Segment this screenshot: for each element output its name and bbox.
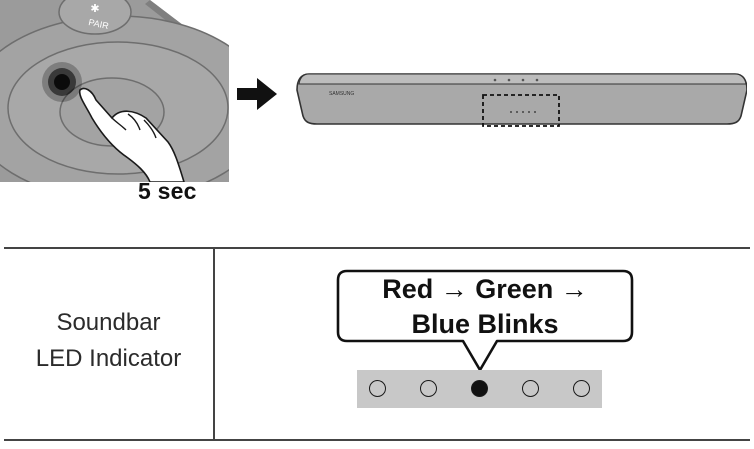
callout-line1: Red → Green → bbox=[382, 274, 588, 304]
finger-icon bbox=[78, 87, 185, 182]
led-indicator-5 bbox=[573, 380, 590, 397]
soundbar-illustration: SAMSUNG bbox=[296, 73, 747, 127]
soundbar-brand-logo: SAMSUNG bbox=[329, 91, 354, 97]
soundbar-led-dots bbox=[510, 111, 536, 113]
pair-button-label: PAIR bbox=[88, 17, 110, 31]
led-indicator-strip bbox=[357, 370, 602, 408]
callout-line2: Blue Blinks bbox=[411, 309, 559, 339]
row-label-line1: Soundbar bbox=[56, 309, 161, 336]
press-duration-label: 5 sec bbox=[138, 178, 197, 204]
arrow-right-icon bbox=[237, 78, 277, 110]
table-column-divider bbox=[213, 248, 215, 440]
row-label-line2: LED Indicator bbox=[35, 345, 182, 372]
bluetooth-icon: ✱ bbox=[90, 2, 99, 15]
led-callout-text: Red → Green → Blue Blinks bbox=[345, 272, 625, 342]
table-bottom-rule bbox=[4, 439, 750, 441]
led-indicator-4 bbox=[522, 380, 539, 397]
pairing-illustration: ✱ PAIR 5 sec SAMSUNG bbox=[0, 0, 754, 215]
soundbar-top-buttons bbox=[493, 78, 539, 82]
row-label: Soundbar LED Indicator bbox=[4, 305, 213, 377]
led-indicator-3 bbox=[471, 380, 488, 397]
led-indicator-1 bbox=[369, 380, 386, 397]
led-indicator-2 bbox=[420, 380, 437, 397]
led-highlight-box bbox=[482, 94, 560, 127]
remote-control-illustration: ✱ PAIR bbox=[0, 0, 229, 182]
led-callout-bubble bbox=[336, 269, 634, 372]
table-top-rule bbox=[4, 247, 750, 249]
